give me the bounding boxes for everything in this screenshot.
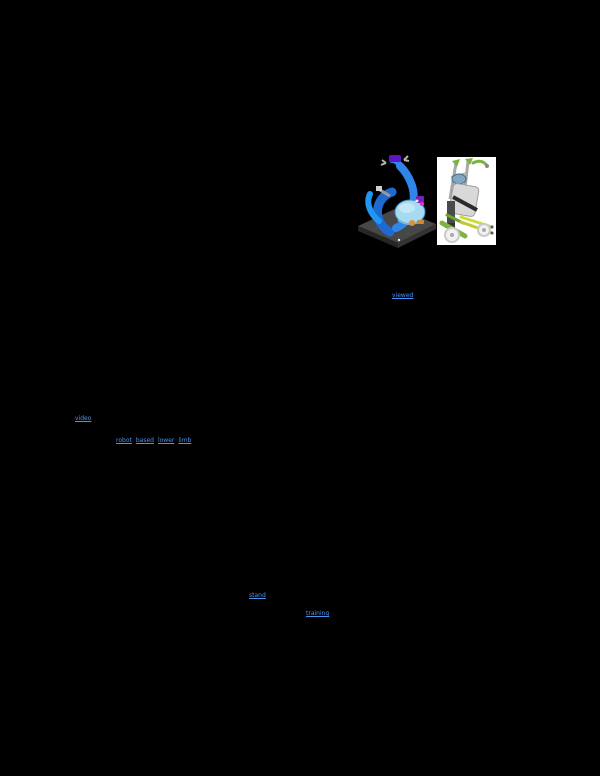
inline-hyperlink-1[interactable]: robot (116, 437, 132, 444)
footer-hyperlink-1[interactable]: stand (249, 592, 266, 599)
strap (452, 195, 478, 212)
body-hyperlink[interactable]: video (75, 415, 92, 422)
foot-pedals (409, 220, 424, 226)
caption-hyperlink[interactable]: viewed (392, 292, 414, 299)
inline-hyperlink-2[interactable]: based (135, 437, 154, 444)
footer-hyperlink-2[interactable]: training (306, 610, 330, 617)
inline-hyperlink-3[interactable]: lower (157, 437, 175, 444)
mobile-stander-illustration (437, 157, 496, 245)
figure-sit-to-stand-robot-render (356, 150, 438, 250)
handle-head (380, 155, 410, 166)
knee-cushion (451, 173, 467, 185)
caster-wheels (444, 223, 491, 243)
inline-hyperlink-4[interactable]: limb (178, 437, 192, 444)
figure-stander-product-photo (437, 157, 496, 245)
actuator-details (376, 186, 424, 206)
sit-to-stand-robot-illustration (358, 155, 436, 248)
inline-hyperlink-row: robot based lower limb (116, 437, 191, 444)
